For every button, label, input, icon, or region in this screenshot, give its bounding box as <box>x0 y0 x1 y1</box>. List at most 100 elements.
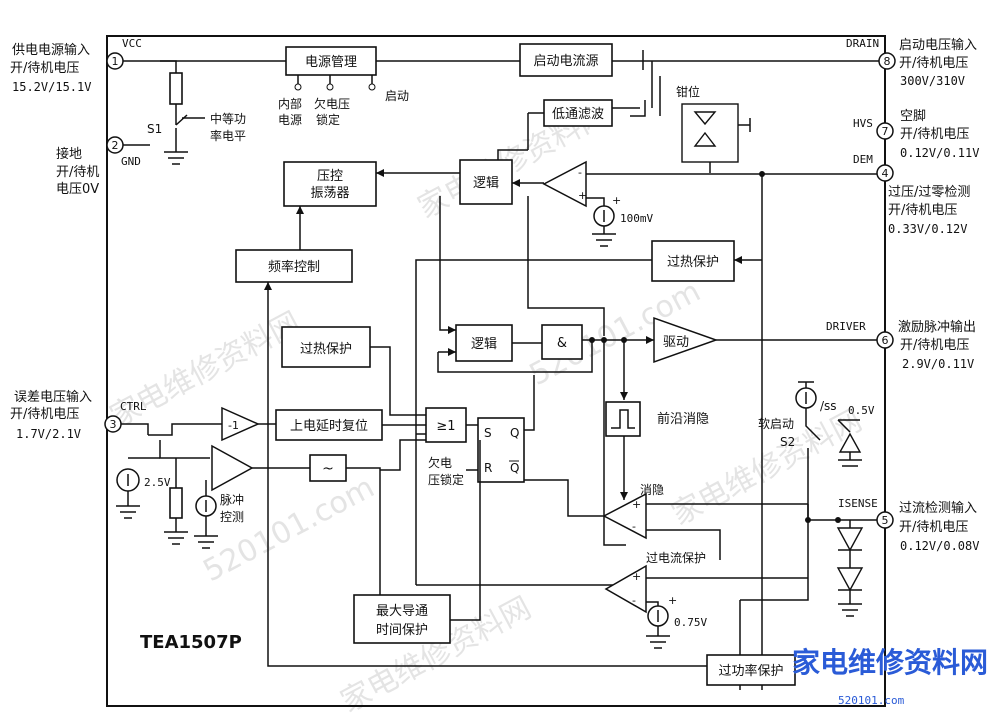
svg-text:电源管理: 电源管理 <box>305 55 357 70</box>
svg-text:+: + <box>632 498 641 511</box>
power-on-reset-block: 上电延时复位 <box>275 409 383 441</box>
pin-desc: 开/待机电压 <box>899 520 968 535</box>
pin-2-gnd: 2 GND 接地 开/待机 电压0V <box>56 136 141 197</box>
pin-8-drain: 8 DRAIN 启动电压输入 开/待机电压 300V/310V <box>846 37 977 88</box>
svg-text:2.5V: 2.5V <box>144 476 171 489</box>
pin-name: HVS <box>853 117 873 130</box>
svg-text:Q: Q <box>510 426 519 440</box>
pin-name: DRIVER <box>826 320 866 333</box>
watermark-layer: 家电维修资料网 家电维修资料网 520101.com 520101.com 家电… <box>104 96 867 720</box>
pin-desc: 开/待机电压 <box>10 407 79 422</box>
pin-desc: 开/待机电压 <box>888 203 957 218</box>
filter-block: ~ <box>309 454 347 482</box>
svg-text:0.5V: 0.5V <box>848 404 875 417</box>
svg-text:软启动: 软启动 <box>758 417 794 431</box>
pin-desc: 0.12V/0.11V <box>900 146 979 160</box>
pin-desc: 300V/310V <box>900 74 965 88</box>
svg-text:≥1: ≥1 <box>436 419 455 434</box>
svg-text:控测: 控测 <box>220 510 244 524</box>
svg-text:逻辑: 逻辑 <box>471 337 497 352</box>
pin-number: 5 <box>882 514 889 527</box>
and-gate: & <box>541 324 583 360</box>
pin-desc: 开/待机电压 <box>10 61 79 76</box>
svg-text:过热保护: 过热保护 <box>300 342 352 357</box>
lowpass-filter-block: 低通滤波 <box>543 99 613 127</box>
pin-number: 3 <box>110 418 117 431</box>
svg-text:前沿消隐: 前沿消隐 <box>657 411 709 427</box>
svg-text:-: - <box>578 166 582 179</box>
resistor <box>169 487 183 519</box>
power-management-block: 电源管理 内部 电源 欠电压 锁定 启动 <box>278 46 409 127</box>
pin-3-ctrl: 3 CTRL 误差电压输入 开/待机电压 1.7V/2.1V <box>10 389 147 441</box>
svg-text:&: & <box>557 336 567 351</box>
pulse-detect-source: 脉冲 控测 <box>194 492 244 549</box>
pin-number: 1 <box>112 55 119 68</box>
pin-number: 6 <box>882 334 889 347</box>
svg-text:+: + <box>632 570 641 583</box>
pin-7-hvs: 7 HVS 空脚 开/待机电压 0.12V/0.11V <box>853 108 979 160</box>
pulse-amplifier <box>211 444 254 492</box>
vco-block: 压控 振荡器 <box>283 161 377 207</box>
frequency-control-block: 频率控制 <box>235 249 353 283</box>
svg-text:~: ~ <box>322 461 334 477</box>
svg-text:S: S <box>484 426 492 440</box>
pin-desc: 供电电源输入 <box>12 42 90 58</box>
over-power-protection-block: 过功率保护 <box>706 654 796 686</box>
pin-desc: 启动电压输入 <box>899 37 977 53</box>
pin-name: CTRL <box>120 400 147 413</box>
svg-text:频率控制: 频率控制 <box>268 259 320 275</box>
svg-text:-: - <box>632 594 636 607</box>
svg-text:+: + <box>578 189 587 202</box>
soft-start-source: /ss 软启动 S2 <box>758 381 837 449</box>
svg-text:-: - <box>632 520 636 533</box>
mid-power-label: 率电平 <box>210 128 246 143</box>
svg-text:消隐: 消隐 <box>640 483 664 497</box>
pin-name: VCC <box>122 37 142 50</box>
svg-text:过功率保护: 过功率保护 <box>718 663 783 679</box>
ocp-comparator: + - 过电流保护 <box>604 551 706 614</box>
svg-text:过热保护: 过热保护 <box>667 255 719 270</box>
svg-text:脉冲: 脉冲 <box>220 492 244 507</box>
svg-text:驱动: 驱动 <box>663 335 689 350</box>
pin-desc: 0.33V/0.12V <box>888 222 967 236</box>
svg-text:逻辑: 逻辑 <box>473 176 499 191</box>
svg-text:100mV: 100mV <box>620 212 653 225</box>
svg-text:电源: 电源 <box>278 113 302 127</box>
pin-number: 4 <box>882 167 889 180</box>
pin-desc: 15.2V/15.1V <box>12 80 91 94</box>
ref-source-100mv: 100mV + <box>592 194 653 247</box>
pin-name: ISENSE <box>838 497 878 510</box>
pin-desc: 电压0V <box>56 182 99 197</box>
pin-desc: 开/待机电压 <box>900 127 969 142</box>
ref-source-0v75: 0.75V + <box>646 594 707 649</box>
pin-desc: 2.9V/0.11V <box>902 357 974 371</box>
svg-text:-1: -1 <box>228 419 239 432</box>
svg-text:R: R <box>484 461 492 475</box>
pin-desc: 过压/过零检测 <box>888 185 970 200</box>
max-on-time-block: 最大导通 时间保护 <box>353 594 451 644</box>
startup-current-source-block: 启动电流源 <box>519 43 613 77</box>
svg-text:启动: 启动 <box>385 89 409 103</box>
svg-text:内部: 内部 <box>278 96 302 111</box>
series-diodes <box>836 520 864 617</box>
leading-edge-blanking-block: 前沿消隐 <box>605 401 709 437</box>
svg-text:0.75V: 0.75V <box>674 616 707 629</box>
pin-name: DRAIN <box>846 37 879 50</box>
svg-text:/ss: /ss <box>820 399 837 413</box>
svg-text:+: + <box>668 594 677 607</box>
pin-1-vcc: 1 VCC 供电电源输入 开/待机电压 15.2V/15.1V <box>10 37 142 94</box>
svg-text:+: + <box>612 194 621 207</box>
svg-text:过电流保护: 过电流保护 <box>646 551 706 565</box>
svg-text:520101.com: 520101.com <box>838 694 905 707</box>
zener-diode: 0.5V <box>837 404 875 467</box>
resistor <box>169 72 183 105</box>
svg-text:家电维修资料网: 家电维修资料网 <box>792 646 988 679</box>
or-gate: ≥1 <box>425 407 467 443</box>
blanking-comparator: + - 消隐 <box>602 483 664 540</box>
svg-text:锁定: 锁定 <box>316 112 340 127</box>
svg-text:振荡器: 振荡器 <box>310 186 349 201</box>
logic-block-2: 逻辑 <box>455 324 513 362</box>
svg-text:Q: Q <box>510 461 519 475</box>
sr-latch: S Q R Q <box>477 417 525 483</box>
